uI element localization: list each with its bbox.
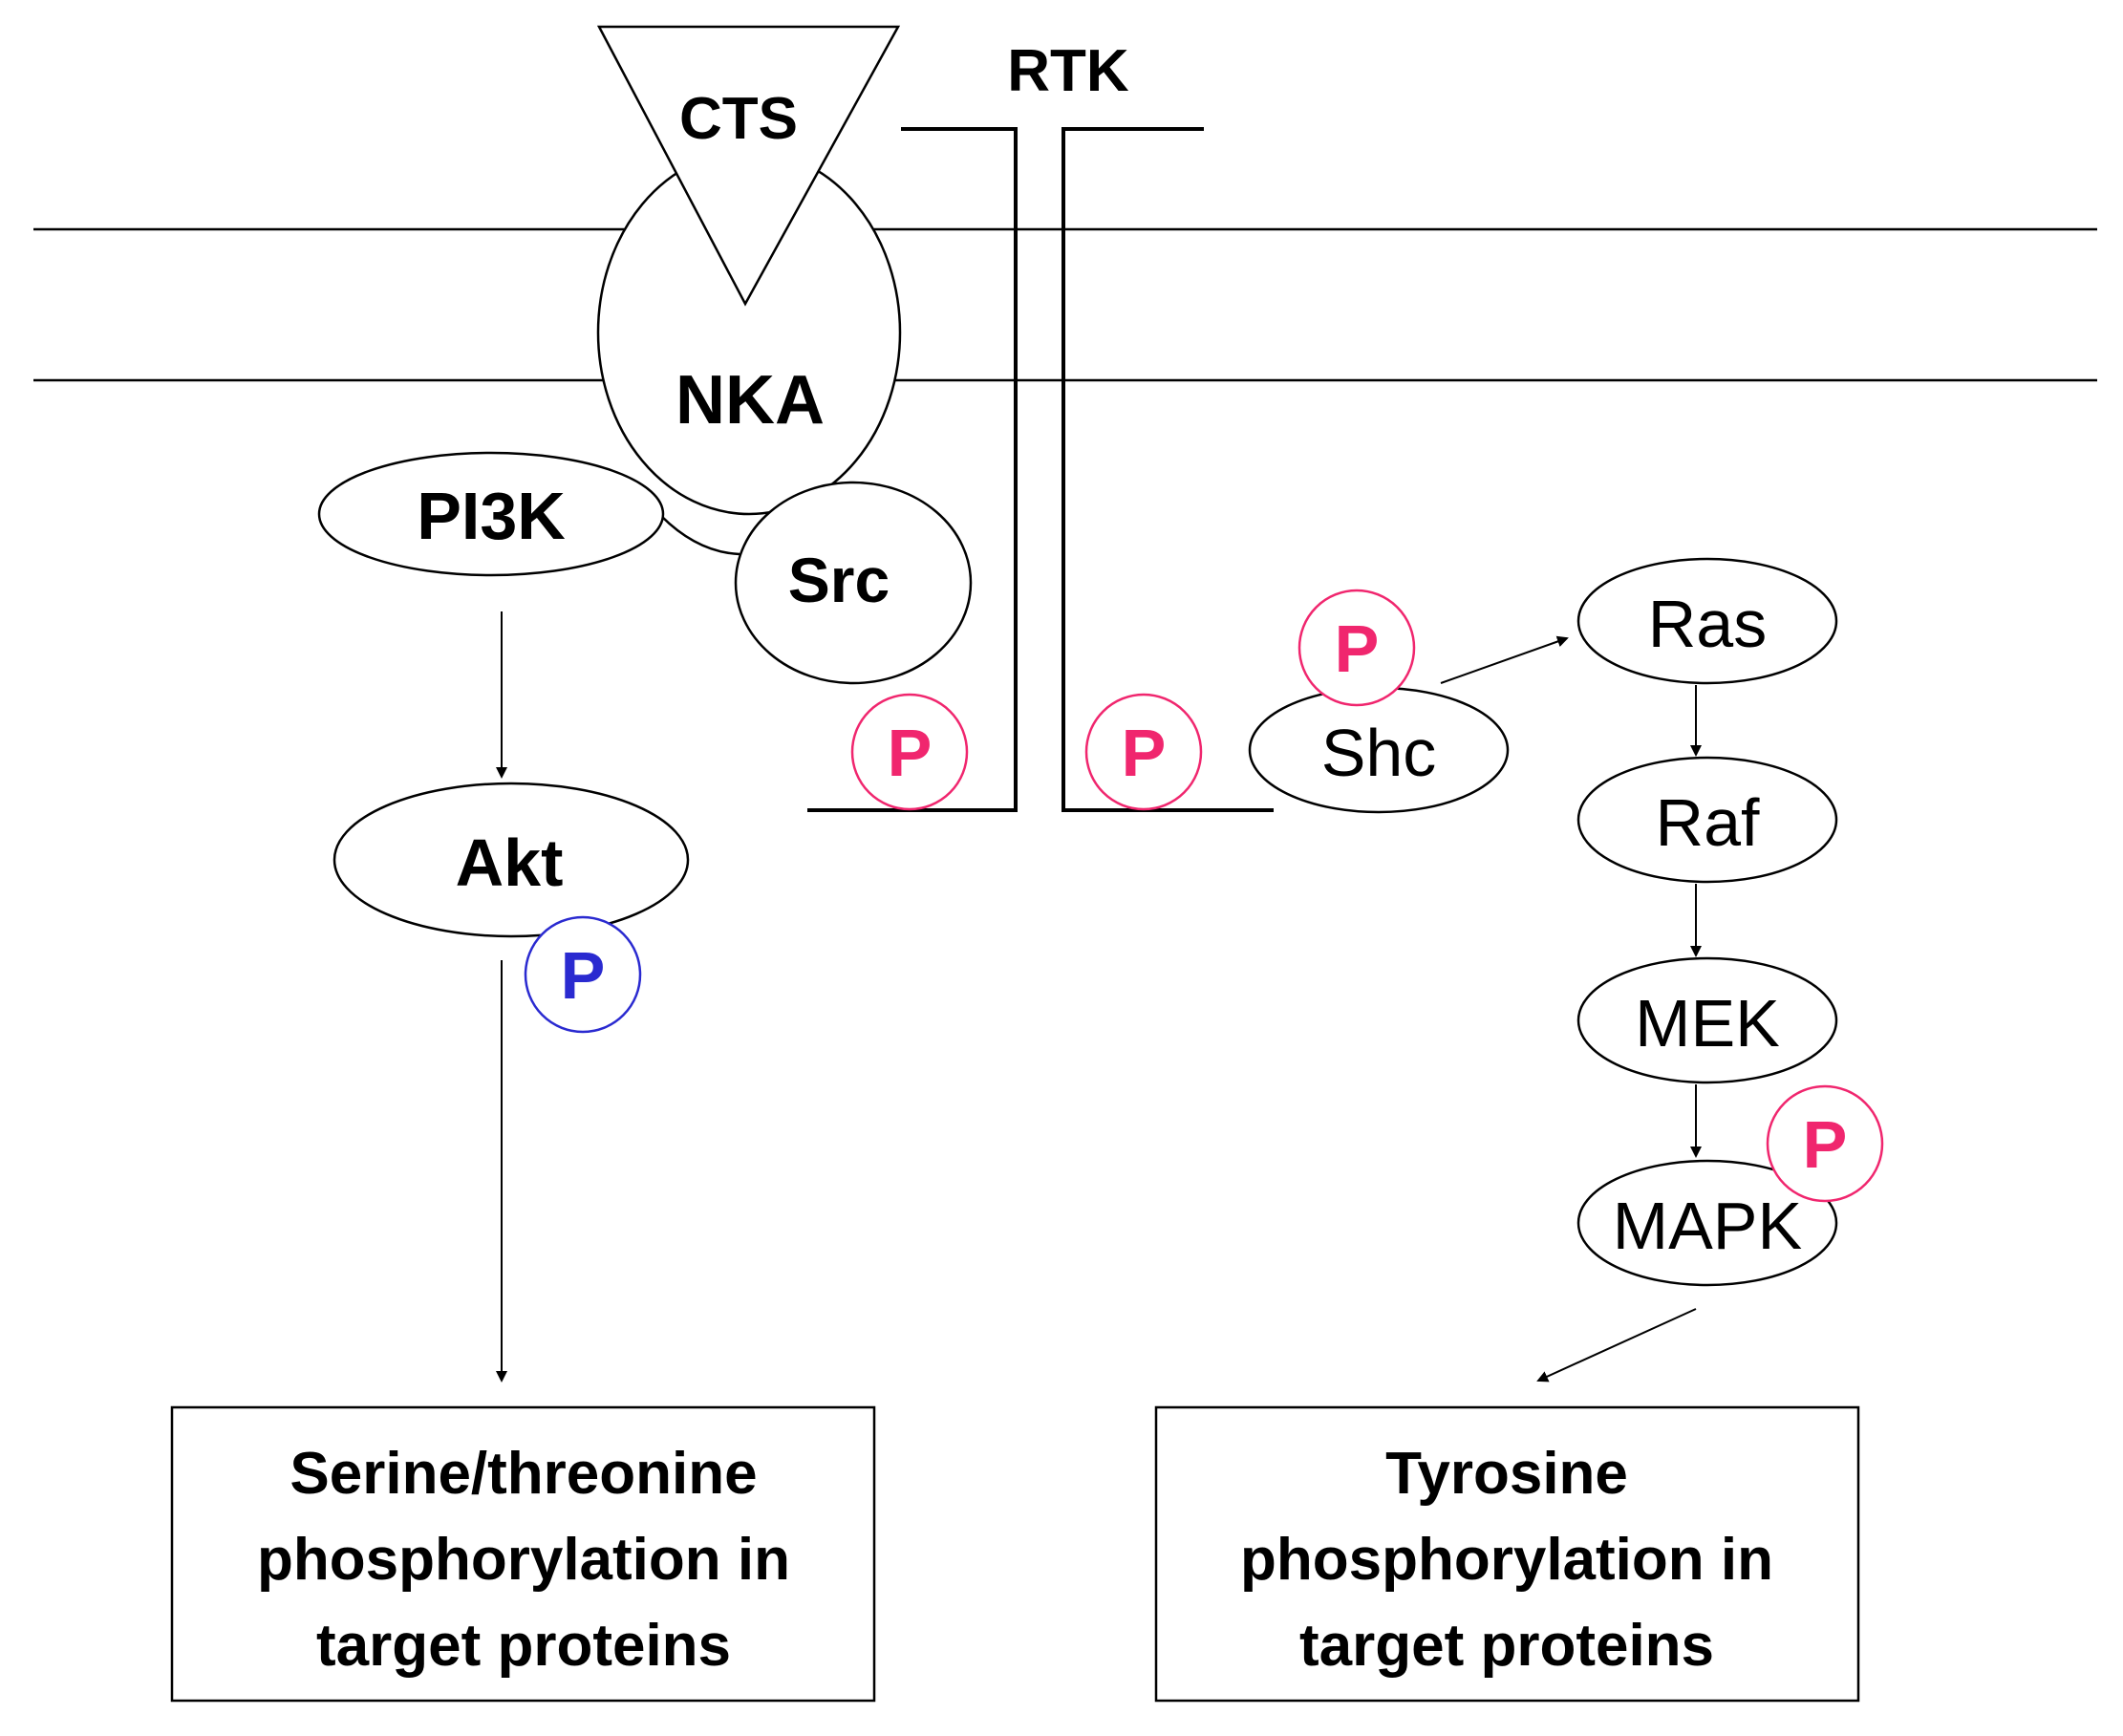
akt-phospho: P <box>524 915 642 1034</box>
cts-label: CTS <box>679 86 798 152</box>
mek-shape <box>1576 956 1838 1084</box>
serine-box-line-3: target proteins <box>316 1613 731 1679</box>
svg-text:P: P <box>888 716 933 790</box>
ras-shape <box>1576 557 1838 685</box>
rtk-right-arm <box>1062 127 1274 812</box>
tyrosine-box <box>1154 1405 1860 1703</box>
shc-label: Shc <box>1321 716 1437 790</box>
akt-label: Akt <box>456 825 564 900</box>
cts-triangle <box>596 25 901 307</box>
src-label: Src <box>788 545 890 615</box>
rtk-left-phospho: P <box>850 693 969 811</box>
nka-label: NKA <box>676 362 825 439</box>
mapk-label: MAPK <box>1613 1189 1802 1263</box>
mapk-phospho: P <box>1766 1084 1884 1203</box>
serine-box-line-1: Serine/threonine <box>290 1441 757 1507</box>
pi3k-label: PI3K <box>417 479 566 553</box>
pi3k-src-connector <box>660 515 740 556</box>
rtk-label: RTK <box>1007 38 1129 104</box>
mapk-to-tyrosine-arrow <box>1536 1308 1697 1382</box>
raf-label: Raf <box>1656 785 1760 860</box>
serine-box-line-2: phosphorylation in <box>257 1527 790 1593</box>
tyrosine-box-line-2: phosphorylation in <box>1240 1527 1773 1593</box>
shc-to-ras-arrow <box>1440 635 1569 684</box>
svg-text:P: P <box>561 938 606 1013</box>
svg-text:P: P <box>1335 611 1380 686</box>
svg-text:P: P <box>1803 1107 1848 1182</box>
serine-threonine-box <box>170 1405 876 1703</box>
ras-label: Ras <box>1648 587 1767 661</box>
tyrosine-box-line-3: target proteins <box>1299 1613 1714 1679</box>
akt-shape <box>332 782 690 938</box>
mek-label: MEK <box>1635 986 1780 1061</box>
pi3k-shape <box>317 451 665 577</box>
raf-shape <box>1576 756 1838 884</box>
svg-text:P: P <box>1122 716 1167 790</box>
src-shape <box>734 481 973 685</box>
mapk-shape <box>1576 1159 1838 1287</box>
tyrosine-box-line-1: Tyrosine <box>1385 1441 1628 1507</box>
shc-phospho: P <box>1297 589 1416 707</box>
rtk-right-phospho: P <box>1084 693 1203 811</box>
